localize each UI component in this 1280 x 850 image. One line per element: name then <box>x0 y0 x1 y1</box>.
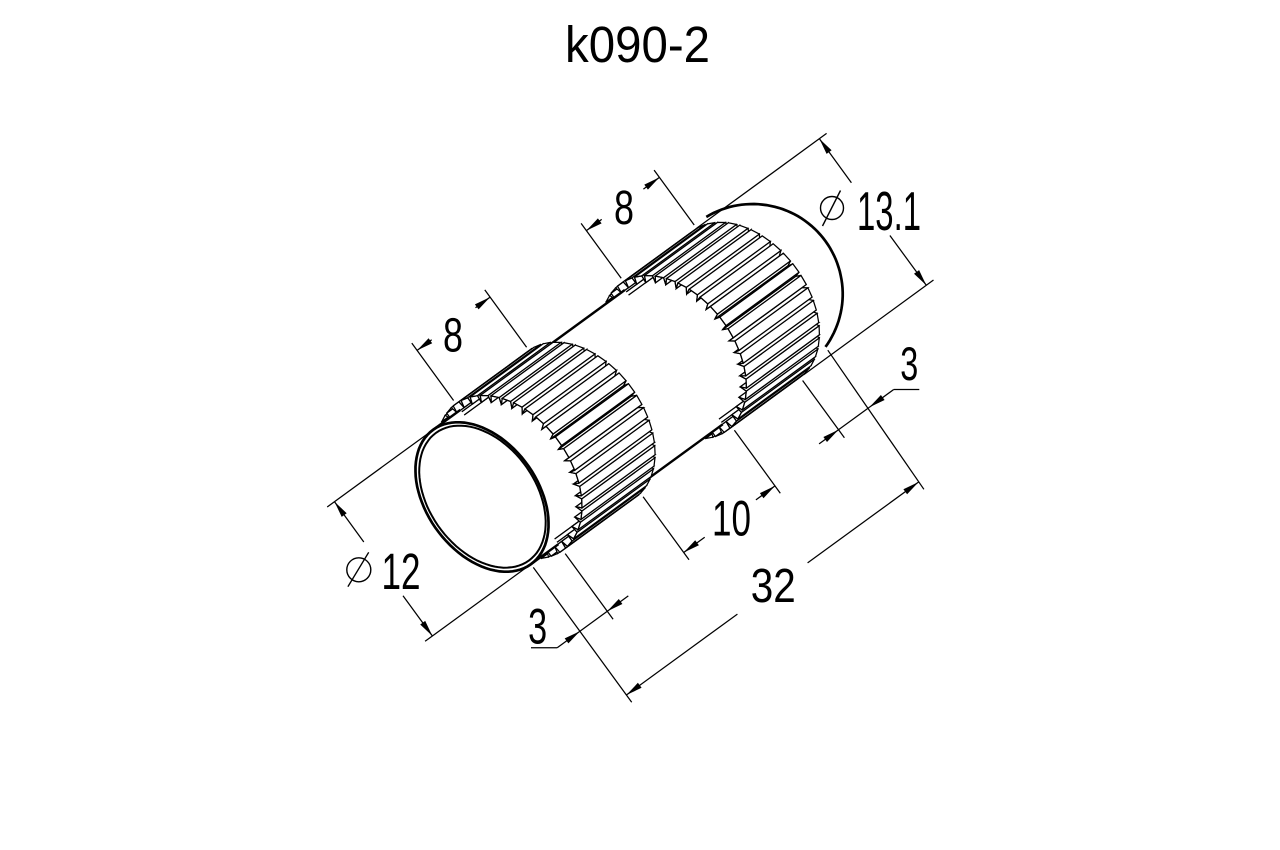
svg-text:k090-2: k090-2 <box>565 16 710 73</box>
svg-text:3: 3 <box>900 337 918 390</box>
svg-text:8: 8 <box>614 182 634 235</box>
svg-text:8: 8 <box>443 309 463 362</box>
svg-text:3: 3 <box>528 599 547 655</box>
svg-text:13.1: 13.1 <box>857 180 921 242</box>
svg-text:12: 12 <box>382 543 421 600</box>
svg-text:10: 10 <box>712 490 751 546</box>
svg-text:32: 32 <box>751 560 796 613</box>
